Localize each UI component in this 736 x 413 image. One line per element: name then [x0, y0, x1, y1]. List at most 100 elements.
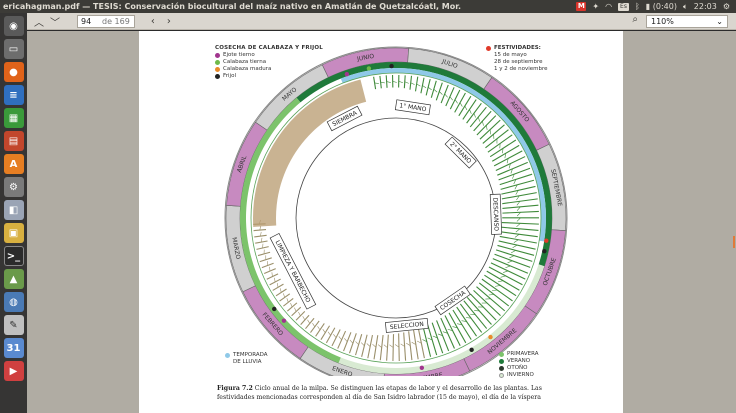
maize-leaf	[271, 272, 273, 277]
maize-stalk	[490, 262, 526, 280]
harvest-legend: COSECHA DE CALABAZA Y FRIJOL Ejote tiern…	[215, 45, 323, 80]
legend-label: Calabaza madura	[223, 66, 272, 72]
black-dot-icon	[215, 74, 220, 79]
keyboard-layout-indicator[interactable]: Es	[618, 2, 629, 11]
festivity-date: 28 de septiembre	[494, 59, 543, 65]
history-back-button[interactable]: ‹	[150, 15, 155, 27]
scrollbar-thumb[interactable]	[733, 236, 735, 248]
legend-item: OTOÑO	[499, 365, 539, 372]
text-editor-icon[interactable]: ✎	[3, 315, 24, 335]
maize-leaf	[302, 316, 306, 321]
maize-leaf	[486, 125, 488, 130]
dash-icon[interactable]: ◉	[3, 16, 24, 36]
legend-item: PRIMAVERA	[499, 351, 539, 358]
maize-leaf	[416, 340, 422, 344]
dark-green-dot-icon	[499, 359, 504, 364]
files-icon[interactable]: ▭	[3, 39, 24, 59]
maize-leaf	[470, 313, 476, 315]
search-icon[interactable]: ⌕	[632, 14, 638, 25]
maize-leaf	[312, 323, 316, 327]
archive-icon[interactable]: ▣	[3, 223, 24, 243]
maize-stalk	[310, 320, 320, 333]
maize-leaf	[464, 105, 468, 111]
history-forward-button[interactable]: ›	[166, 15, 171, 27]
maize-leaf	[406, 342, 411, 346]
maize-leaf	[276, 283, 279, 288]
red-dot-icon	[486, 46, 491, 51]
month-label: ENERO	[331, 365, 353, 376]
settings-icon[interactable]: ⚙	[3, 177, 24, 197]
maize-leaf	[327, 331, 331, 336]
maize-leaf	[372, 343, 377, 348]
maize-leaf	[457, 323, 463, 326]
zoom-select[interactable]: 110% ⌄	[646, 15, 728, 28]
stage-label: SELECCION	[385, 318, 429, 333]
legend-label: INVIERNO	[507, 372, 534, 378]
media-icon[interactable]: ▶	[3, 361, 24, 381]
clock[interactable]: 22:03	[693, 2, 717, 11]
legend-label: PRIMAVERA	[507, 351, 539, 357]
next-page-button[interactable]: ﹀	[50, 17, 60, 29]
maize-leaf	[505, 265, 511, 269]
maize-leaf	[444, 93, 448, 98]
maize-leaf	[513, 239, 519, 243]
stage-label: DESCANSO	[489, 193, 503, 235]
calendar-icon[interactable]: 31	[3, 338, 24, 358]
firefox-icon[interactable]: ●	[3, 62, 24, 82]
wifi-icon[interactable]: ◠	[605, 2, 613, 11]
page-selector: 94 de 169	[77, 14, 135, 28]
spring-band	[240, 97, 341, 364]
legend-item: Calabaza tierna	[215, 59, 323, 66]
maize-leaf	[398, 80, 403, 83]
maize-leaf	[514, 234, 520, 238]
legend-label: Calabaza tierna	[223, 59, 267, 65]
maize-leaf	[349, 339, 354, 344]
page-number-input[interactable]: 94	[81, 16, 92, 26]
harvest-dot	[272, 306, 277, 312]
rain-legend-line2: DE LLUVIA	[233, 359, 262, 365]
launcher: ◉ ▭ ● ≡ ▦ ▤ A ⚙ ◧ ▣ >_ ▲ ◍ ✎ 31 ▶	[0, 13, 27, 413]
maize-leaf	[389, 344, 394, 348]
battery-status[interactable]: ▮ (0:40)	[645, 2, 677, 11]
maize-leaf	[478, 116, 480, 122]
maize-stalk	[473, 289, 501, 316]
dropbox-icon[interactable]: ✦	[592, 2, 600, 11]
harvest-dot	[544, 238, 549, 243]
figure-caption: Figura 7.2 Ciclo anual de la milpa. Se d…	[217, 384, 547, 402]
maize-leaf	[497, 280, 504, 283]
page-total: de 169	[102, 16, 130, 26]
maize-leaf	[307, 319, 311, 324]
image-viewer-icon[interactable]: ▲	[3, 269, 24, 289]
volume-icon[interactable]: 🔈︎	[682, 1, 688, 11]
harvest-dot	[542, 248, 547, 254]
writer-icon[interactable]: ≡	[3, 85, 24, 105]
maize-leaf	[449, 96, 453, 101]
maize-leaf	[411, 341, 417, 345]
maize-stalk	[501, 221, 539, 225]
maize-leaf	[344, 338, 348, 342]
maize-leaf	[461, 320, 467, 322]
calc-icon[interactable]: ▦	[3, 108, 24, 128]
stage-box	[394, 99, 431, 116]
document-area[interactable]: COSECHA DE CALABAZA Y FRIJOL Ejote tiern…	[27, 31, 736, 413]
previous-page-button[interactable]: ︿	[34, 17, 44, 29]
maize-stalk	[373, 76, 377, 90]
maize-leaf	[437, 333, 443, 336]
maize-leaf	[495, 285, 501, 287]
bluetooth-icon[interactable]: ᛒ	[634, 2, 640, 11]
terminal-icon[interactable]: >_	[3, 246, 24, 266]
green-dot-icon	[499, 352, 504, 357]
software-center-icon[interactable]: A	[3, 154, 24, 174]
mail-indicator-icon[interactable]: M	[576, 2, 587, 11]
month-label: DICIEMBRE	[409, 372, 443, 376]
pdf-page: COSECHA DE CALABAZA Y FRIJOL Ejote tiern…	[139, 31, 623, 413]
power-gear-icon[interactable]: ⚙	[722, 2, 730, 11]
impress-icon[interactable]: ▤	[3, 131, 24, 151]
legend-label: Ejote tierno	[223, 52, 255, 58]
stage-box	[434, 285, 471, 316]
legend-item: INVIERNO	[499, 372, 539, 379]
document-viewer-icon[interactable]: ◧	[3, 200, 24, 220]
maize-leaf	[504, 153, 507, 159]
browser-icon[interactable]: ◍	[3, 292, 24, 312]
system-tray: M ✦ ◠ Es ᛒ ▮ (0:40) 🔈︎ 22:03 ⚙	[576, 2, 736, 12]
